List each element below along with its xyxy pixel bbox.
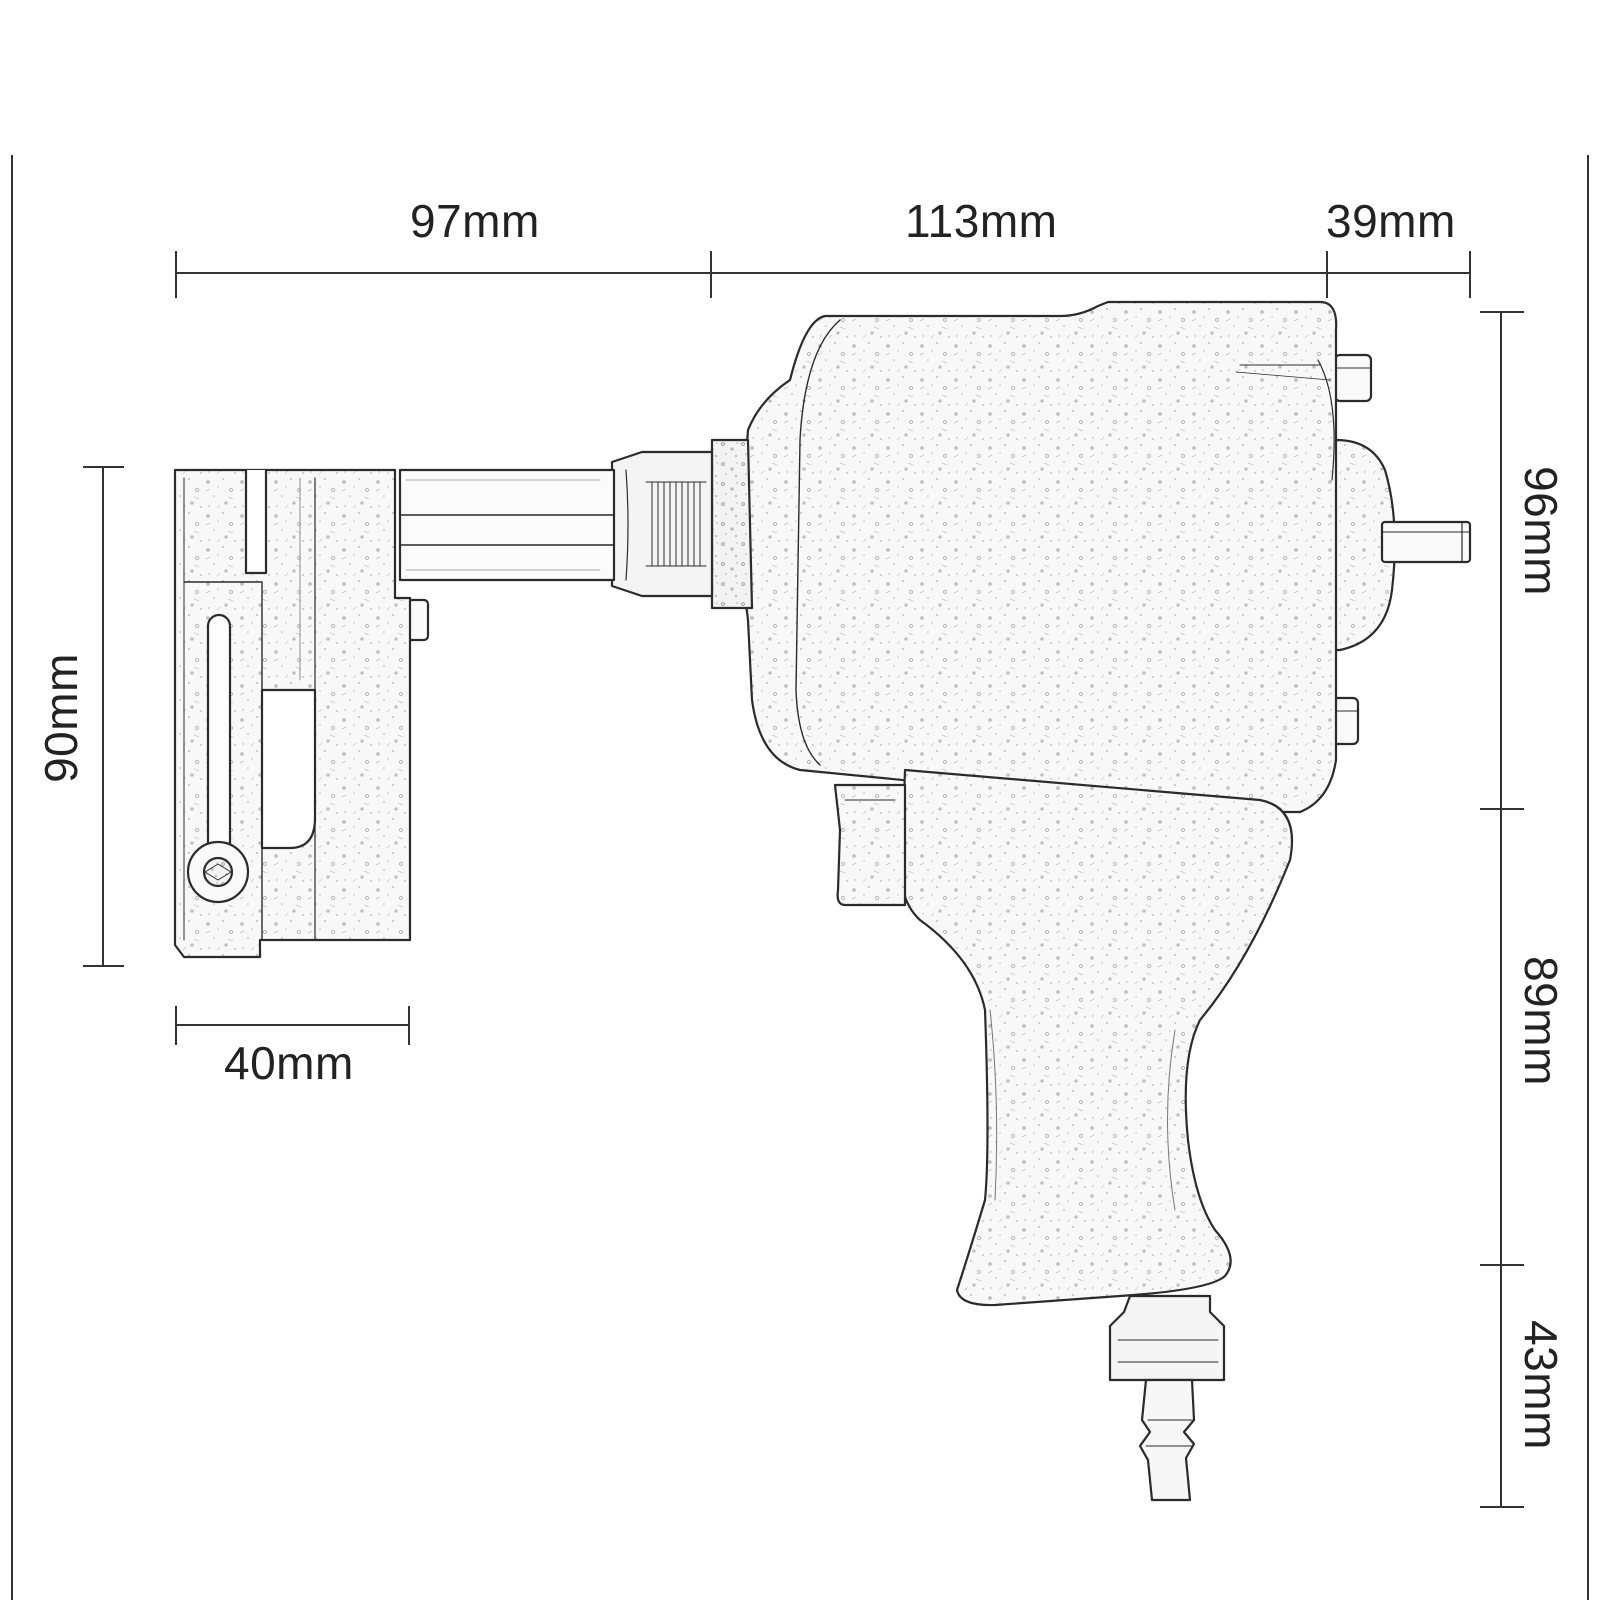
top-bolt <box>1333 353 1373 403</box>
dimension-label-43mm: 43mm <box>1515 1320 1567 1450</box>
head-top-slot <box>244 468 268 575</box>
dimension-label-90mm: 90mm <box>35 653 87 783</box>
barrel <box>398 468 616 582</box>
hose-barb <box>1138 1378 1196 1502</box>
air-fitting <box>1108 1294 1226 1382</box>
dimension-label-39mm: 39mm <box>1326 195 1456 247</box>
right-dimension-line <box>1480 311 1524 1508</box>
grip <box>900 768 1294 1307</box>
dimension-label-40mm: 40mm <box>224 1037 354 1089</box>
knurl-lines <box>645 481 707 567</box>
head-window <box>260 688 317 850</box>
dimension-label-89mm: 89mm <box>1515 956 1567 1086</box>
coupling-nut <box>610 450 714 598</box>
head-long-slot <box>206 613 232 867</box>
trigger <box>833 783 907 907</box>
motor-housing <box>741 300 1338 814</box>
top-dimension-line <box>175 251 1471 298</box>
front-collar <box>710 438 754 610</box>
head-height-dimension-line <box>83 466 124 967</box>
dimension-label-96mm: 96mm <box>1515 466 1567 596</box>
head-width-dimension-line <box>175 1006 410 1045</box>
dimension-label-113mm: 113mm <box>905 195 1058 247</box>
pneumatic-tool <box>173 300 1472 1502</box>
dimension-label-97mm: 97mm <box>410 195 540 247</box>
rear-shaft <box>1380 520 1472 564</box>
